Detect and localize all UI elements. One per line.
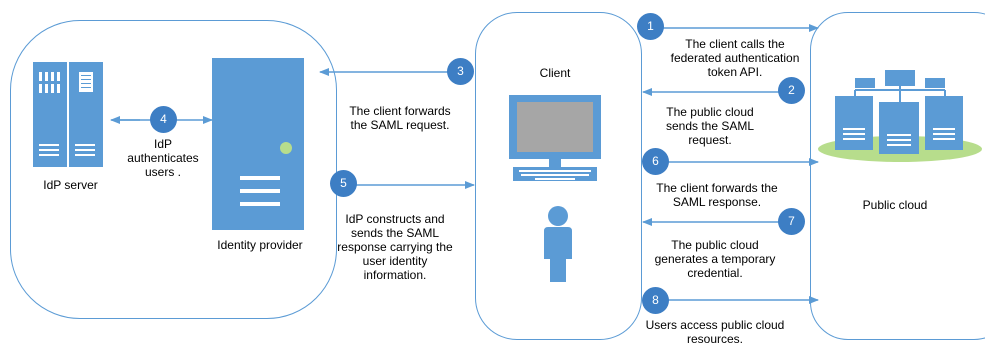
step-2-badge: 2 xyxy=(778,77,805,104)
step-8-badge: 8 xyxy=(642,287,669,314)
public-cloud-label: Public cloud xyxy=(862,198,928,212)
idp-server-label: IdP server xyxy=(43,178,98,192)
identity-provider-icon xyxy=(212,58,304,230)
step-3-badge: 3 xyxy=(447,58,474,85)
user-icon xyxy=(544,206,572,282)
idp-server-icon xyxy=(33,62,103,167)
public-cloud-panel xyxy=(810,12,985,340)
step-5-badge: 5 xyxy=(330,170,357,197)
identity-provider-label: Identity provider xyxy=(217,238,303,252)
client-label: Client xyxy=(539,66,571,80)
computer-icon xyxy=(509,95,601,181)
step-1-badge: 1 xyxy=(637,13,664,40)
public-cloud-servers-icon xyxy=(818,70,982,162)
step-4-badge: 4 xyxy=(150,106,177,133)
step-7-badge: 7 xyxy=(778,208,805,235)
step-6-badge: 6 xyxy=(642,148,669,175)
